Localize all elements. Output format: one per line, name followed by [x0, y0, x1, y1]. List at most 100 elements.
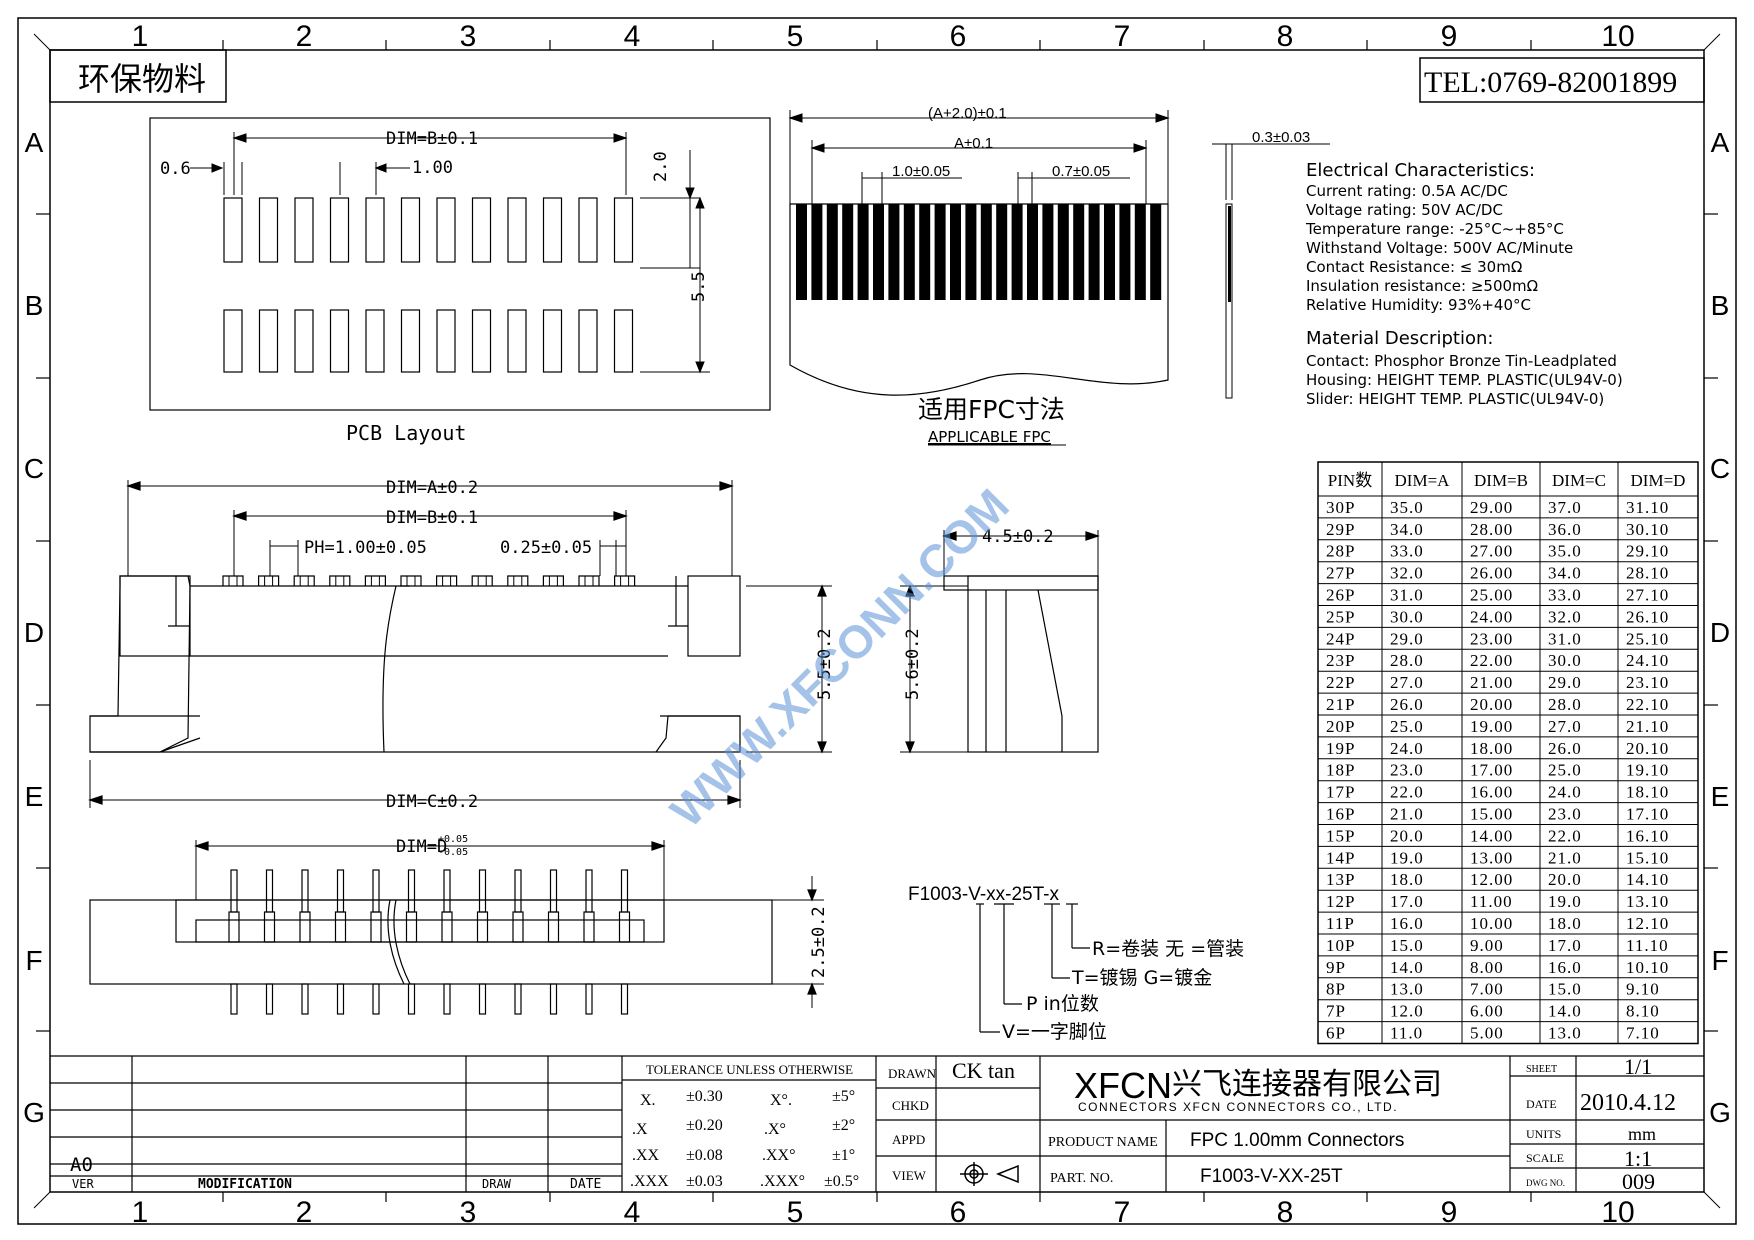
pin-table-cell: 15.10: [1626, 848, 1669, 867]
electrical-line: Withstand Voltage: 500V AC/Minute: [1306, 239, 1573, 257]
bottom-pin-lower: [301, 983, 309, 1015]
part-code-legend: F1003-V-xx-25T-x R=卷装 无 =管装 T=镀锡 G=镀金 P …: [908, 884, 1244, 1043]
pin-table-cell: 20.00: [1470, 695, 1513, 714]
pcb-pad: [400, 197, 421, 263]
pin-table-cell: 5.00: [1470, 1024, 1504, 1043]
tolerance-cell: ±2°: [832, 1117, 855, 1134]
side-width-label: 4.5±0.2: [982, 527, 1054, 547]
pin-table-cell: 7P: [1326, 1002, 1346, 1021]
bottom-dim-d-tol-lower: -0.05: [438, 847, 468, 858]
revision-ver-value: A0: [70, 1154, 93, 1176]
units-value: mm: [1628, 1124, 1656, 1144]
material-line: Slider: HEIGHT TEMP. PLASTIC(UL94V-0): [1306, 390, 1604, 408]
electrical-characteristics: Electrical Characteristics: Current rati…: [1305, 160, 1573, 314]
pin-table-cell: 18.0: [1548, 914, 1582, 933]
bottom-pin-solder: [441, 911, 453, 943]
pcb-pad: [613, 197, 634, 263]
pin-table-cell: 17.10: [1626, 805, 1669, 824]
pin-table-cell: 16.00: [1470, 783, 1513, 802]
pcb-height-55-label: 5.5: [689, 271, 709, 302]
tolerance-cell: ±0.03: [686, 1173, 723, 1190]
front-dim-b-label: DIM=B±0.1: [386, 508, 478, 528]
part-code: F1003-V-xx-25T-x: [908, 884, 1059, 905]
pin-table-cell: 19.0: [1390, 848, 1424, 867]
pin-table-cell: 29.10: [1626, 542, 1669, 561]
pin-table-cell: 33.0: [1548, 586, 1582, 605]
row-label: E: [1711, 781, 1730, 812]
front-contact-tip: [335, 575, 345, 587]
pin-table-cell: 18P: [1326, 761, 1355, 780]
pin-table-cell: 19.0: [1548, 892, 1582, 911]
pin-table-cell: 9.10: [1626, 980, 1660, 999]
title-block: [50, 1055, 1704, 1192]
bottom-pin-lower: [336, 983, 345, 1015]
pin-table-cell: 19.10: [1626, 761, 1669, 780]
pin-table-cell: 10.00: [1470, 914, 1513, 933]
electrical-line: Voltage rating: 50V AC/DC: [1306, 201, 1503, 219]
column-label: 1: [132, 1196, 149, 1229]
bottom-pin-upper: [443, 869, 451, 913]
fpc-contact-stripes: [796, 204, 1162, 300]
fpc-dim-a2-label: (A+2.0)±0.1: [928, 105, 1007, 122]
pin-table-header: DIM=C: [1552, 471, 1606, 490]
pcb-pad: [329, 197, 350, 263]
pin-table-cell: 27.00: [1470, 542, 1513, 561]
front-dim-a-label: DIM=A±0.2: [386, 478, 478, 498]
tolerance-cell: .X: [632, 1121, 648, 1138]
connector-side-view: [900, 530, 1100, 754]
column-label: 1: [132, 20, 149, 53]
pin-table-cell: 30.0: [1548, 651, 1582, 670]
fpc-dim-10-label: 1.0±0.05: [892, 163, 950, 180]
pcb-pad: [436, 197, 456, 263]
pin-table-cell: 18.00: [1470, 739, 1513, 758]
pin-table-cell: 34.0: [1548, 564, 1582, 583]
pin-table-cell: 11.00: [1470, 892, 1513, 911]
pin-table-cell: 18.0: [1390, 870, 1424, 889]
pcb-pad: [507, 309, 527, 373]
fpc-contact-stripe: [1150, 204, 1162, 300]
pin-table-cell: 21.0: [1548, 848, 1582, 867]
dwg-no-value: 009: [1622, 1169, 1655, 1194]
front-contact-tip: [620, 575, 630, 587]
bottom-pins: [228, 869, 631, 1015]
pcb-layout-view: [149, 117, 771, 411]
pcb-pad: [223, 309, 243, 373]
bottom-pin-solder: [370, 911, 382, 943]
pin-table-cell: 24.0: [1390, 739, 1424, 758]
pin-table-cell: 15P: [1326, 826, 1355, 845]
bottom-pin-solder: [618, 911, 631, 943]
dwg-no-label: DWG NO.: [1526, 1178, 1565, 1188]
pin-table-cell: 27.10: [1626, 586, 1669, 605]
column-label: 2: [296, 1196, 313, 1229]
bottom-pin-upper: [620, 869, 629, 913]
pin-table-cell: 22.0: [1390, 783, 1424, 802]
product-name-label: PRODUCT NAME: [1048, 1135, 1158, 1150]
tolerance-title: TOLERANCE UNLESS OTHERWISE: [646, 1062, 853, 1077]
pin-table-cell: 16.0: [1548, 958, 1582, 977]
front-contact-tooth: [471, 575, 493, 586]
electrical-line: Temperature range: -25°C~+85°C: [1305, 220, 1564, 238]
tolerance-cell: ±0.20: [686, 1117, 723, 1134]
pin-table-cell: 30.10: [1626, 520, 1669, 539]
part-code-legend-line: P in位数: [1026, 993, 1099, 1015]
pin-table-cell: 21P: [1326, 695, 1355, 714]
approval-label-drawn: DRAWN: [888, 1066, 937, 1081]
part-no-value: F1003-V-XX-25T: [1200, 1166, 1343, 1187]
bottom-pin-upper: [230, 869, 238, 913]
pin-table-cell: 26.00: [1470, 564, 1513, 583]
company-block: XFCN 兴飞连接器有限公司 CONNECTORS XFCN CONNECTOR…: [1074, 1065, 1442, 1114]
side-view-labels: 4.5±0.2 5.6±0.2: [903, 527, 1054, 700]
bottom-pin-lower: [620, 983, 629, 1015]
front-contact-tip: [406, 575, 416, 587]
pin-table-cell: 23.0: [1390, 761, 1424, 780]
pin-table-cell: 11.0: [1390, 1024, 1423, 1043]
fpc-contact-stripe: [826, 204, 838, 300]
scale-value: 1:1: [1624, 1146, 1652, 1171]
front-contact-teeth: [222, 575, 636, 587]
tolerance-cell: .XXX: [630, 1173, 669, 1190]
revision-header-date: DATE: [570, 1177, 601, 1192]
fpc-title-cn: 适用FPC寸法: [918, 395, 1065, 424]
bottom-pin-lower: [514, 983, 522, 1015]
watermark-text: WWW.XFCONN.COM: [660, 479, 1018, 837]
